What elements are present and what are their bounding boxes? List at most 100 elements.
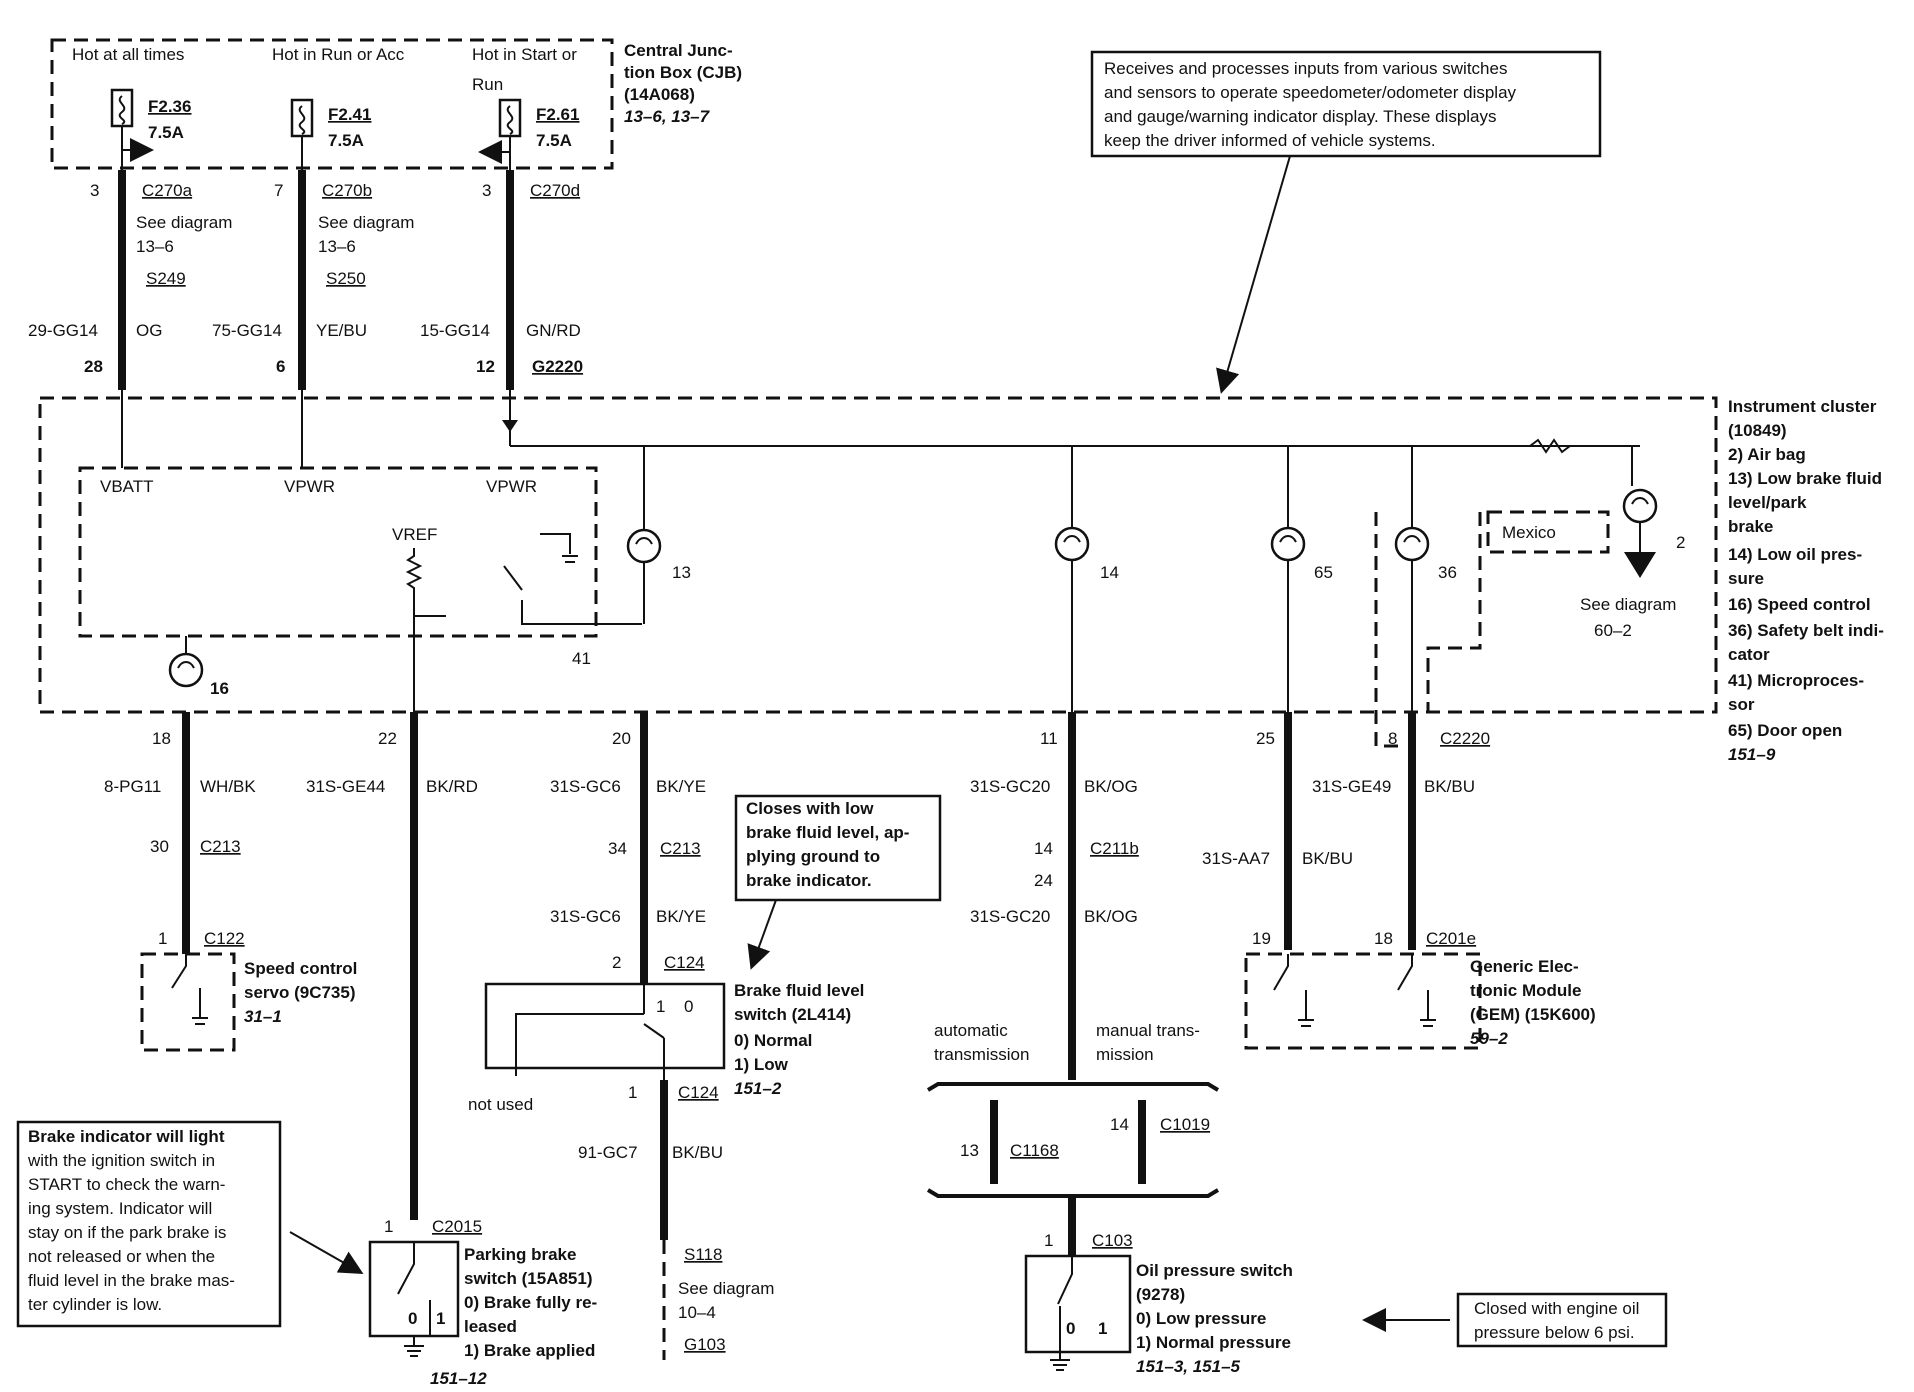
position-label: 0 xyxy=(1066,1319,1075,1338)
vref-label: VREF xyxy=(392,525,437,544)
note-line: Receives and processes inputs from vario… xyxy=(1104,59,1507,78)
component-title-2: (9278) xyxy=(1136,1285,1185,1304)
circuit-label: 31S-GC20 xyxy=(970,907,1050,926)
parking-brake-switch: Brake indicator will light with the igni… xyxy=(16,1120,597,1388)
pin-label: 2 xyxy=(612,953,621,972)
state-label: leased xyxy=(464,1317,517,1336)
legend-item: sure xyxy=(1728,569,1764,588)
switch-icon xyxy=(171,954,208,1025)
component-ref: 151–12 xyxy=(430,1369,487,1388)
generic-electronic-module: 19 18 C201e Generic Elec- tronic Module … xyxy=(1244,929,1596,1050)
legend-item: 13) Low brake fluid xyxy=(1728,469,1882,488)
lamp-36-icon: 36 Mexico xyxy=(1374,446,1610,748)
lamp-label: 14 xyxy=(1100,563,1119,582)
cluster-part-number: (10849) xyxy=(1728,421,1787,440)
feed-wire-2: 7 C270b See diagram 13–6 S250 75-GG14 YE… xyxy=(212,170,414,390)
circuit-label: 31S-GC6 xyxy=(550,907,621,926)
lamp-label: 16 xyxy=(210,679,229,698)
switch-icon xyxy=(1050,1256,1073,1371)
output-color: BK/BU xyxy=(1424,777,1475,796)
component-title-2: switch (2L414) xyxy=(734,1005,851,1024)
pin-41-label: 41 xyxy=(572,649,591,668)
feed-circuit: 15-GG14 xyxy=(420,321,490,340)
pin-label: 18 xyxy=(1374,929,1393,948)
component-title-3: (GEM) (15K600) xyxy=(1470,1005,1596,1024)
lamp-label: 65 xyxy=(1314,563,1333,582)
output-circuit: 31S-AA7 xyxy=(1202,849,1270,868)
feed-circuit: 75-GG14 xyxy=(212,321,282,340)
connector-label: C213 xyxy=(200,837,241,856)
legend-item: brake xyxy=(1728,517,1773,536)
legend-item: 14) Low oil pres- xyxy=(1728,545,1862,564)
connector-label: C103 xyxy=(1092,1231,1133,1250)
lamp-2-airbag-icon: 2 See diagram 60–2 xyxy=(1529,438,1685,640)
output-circuit: 8-PG11 xyxy=(104,777,161,796)
legend-item: 36) Safety belt indi- xyxy=(1728,621,1884,640)
note-line: keep the driver informed of vehicle syst… xyxy=(1104,131,1436,150)
switch-icon xyxy=(397,1242,431,1357)
output-pin: 18 xyxy=(152,729,171,748)
component-title: Oil pressure switch xyxy=(1136,1261,1293,1280)
note-line: and sensors to operate speedometer/odome… xyxy=(1104,83,1517,102)
feed-ic-pin: 6 xyxy=(276,357,285,376)
output-wires: 18 8-PG11 WH/BK 22 31S-GE44 BK/RD 20 31S… xyxy=(104,712,1475,1220)
output-circuit: 31S-GE44 xyxy=(306,777,385,796)
feed-see-ref: 13–6 xyxy=(318,237,356,256)
output-circuit: 31S-GC20 xyxy=(970,777,1050,796)
oil-pressure-circuit: 14 C211b 24 31S-GC20 BK/OG automatic tra… xyxy=(926,839,1668,1376)
lamp-label: 13 xyxy=(672,563,691,582)
see-diagram-ref: 60–2 xyxy=(1594,621,1632,640)
pin-label: 1 xyxy=(384,1217,393,1236)
legend-item: cator xyxy=(1728,645,1770,664)
output-pin: 22 xyxy=(378,729,397,748)
state-label: 1) Brake applied xyxy=(464,1341,595,1360)
note-line: Closed with engine oil xyxy=(1474,1299,1639,1318)
c2220-connector: C2220 xyxy=(1440,729,1490,748)
output-color: BK/YE xyxy=(656,777,706,796)
note-line: and gauge/warning indicator display. The… xyxy=(1104,107,1497,126)
connector-label: C1019 xyxy=(1160,1115,1210,1134)
fuse-rating: 7.5A xyxy=(536,131,572,150)
note-line: with the ignition switch in xyxy=(27,1151,215,1170)
switch-icon xyxy=(503,533,642,625)
fuse-f2-36: F2.36 7.5A xyxy=(110,88,191,170)
cjb-hot-start-label-2: Run xyxy=(472,75,503,94)
cjb-part-number: (14A068) xyxy=(624,85,695,104)
note-line: ing system. Indicator will xyxy=(28,1199,212,1218)
pin-label: 30 xyxy=(150,837,169,856)
note-line: not released or when the xyxy=(28,1247,215,1266)
fuse-id: F2.36 xyxy=(148,97,191,116)
splice-label: S118 xyxy=(684,1245,722,1264)
feed-connector: C270d xyxy=(530,181,580,200)
central-junction-box: Hot at all times Hot in Run or Acc Hot i… xyxy=(50,38,742,170)
connector-label: C122 xyxy=(204,929,245,948)
fuse-f2-61: F2.61 7.5A xyxy=(478,98,579,170)
cjb-ref: 13–6, 13–7 xyxy=(624,107,711,126)
switch-icon xyxy=(515,984,665,1084)
output-color: BK/BU xyxy=(1302,849,1353,868)
legend-item: 2) Air bag xyxy=(1728,445,1806,464)
cjb-hot-all-label: Hot at all times xyxy=(72,45,184,64)
component-ref: 31–1 xyxy=(244,1007,282,1026)
output-pin: 25 xyxy=(1256,729,1275,748)
legend-item: 41) Microproces- xyxy=(1728,671,1864,690)
branch-label-2: mission xyxy=(1096,1045,1154,1064)
connector-label: C124 xyxy=(678,1083,719,1102)
legend-item: level/park xyxy=(1728,493,1807,512)
component-title: Brake fluid level xyxy=(734,981,864,1000)
output-color: BK/RD xyxy=(426,777,478,796)
fuse-id: F2.41 xyxy=(328,105,371,124)
feed-color: OG xyxy=(136,321,162,340)
position-label: 1 xyxy=(656,997,665,1016)
color-label: BK/OG xyxy=(1084,907,1138,926)
pin-label: 1 xyxy=(158,929,167,948)
ground-label: G2220 xyxy=(532,357,583,376)
pin-label: 1 xyxy=(628,1083,637,1102)
note-line: plying ground to xyxy=(746,847,880,866)
output-pin: 20 xyxy=(612,729,631,748)
state-label: 0) Normal xyxy=(734,1031,812,1050)
position-label: 1 xyxy=(1098,1319,1107,1338)
fuse-rating: 7.5A xyxy=(328,131,364,150)
cluster-description-note: Receives and processes inputs from vario… xyxy=(1090,50,1602,394)
